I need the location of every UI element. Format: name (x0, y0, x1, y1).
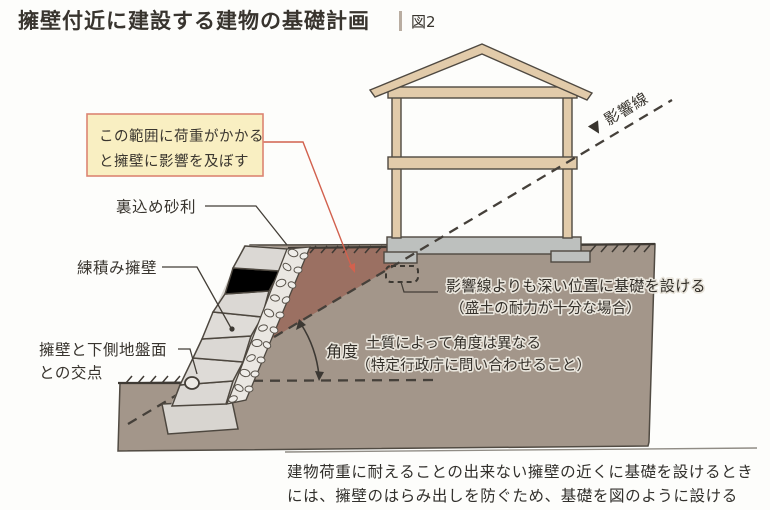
deep-foundation-leader (400, 281, 438, 293)
label-intersection-line2: との交点 (39, 364, 103, 382)
callout-leader-arrowhead (348, 263, 355, 273)
wall-label-leader (162, 266, 232, 329)
house-roof (368, 43, 594, 101)
lower-ground-hatches (125, 375, 181, 384)
callout-leader (263, 141, 353, 269)
label-backfill-gravel: 裏込め砂利 (116, 197, 196, 216)
callout-line1: この範囲に荷重がかかる (99, 127, 264, 145)
label-intersection-line1: 擁壁と下側地盤面 (39, 341, 167, 359)
note-soil-line1: 土質によって角度は異なる (366, 334, 541, 352)
caption-line2: には、擁壁のはらみ出しを防ぐため、基礎を図のように設ける (287, 487, 738, 505)
house (368, 43, 594, 264)
label-masonry-wall: 練積み擁壁 (77, 259, 157, 277)
gravel-label-leader (205, 205, 288, 246)
figure-label: 図2 (411, 13, 436, 31)
retaining-wall (161, 245, 312, 435)
intersection-label-leader (178, 348, 198, 375)
upper-ground-hatches (309, 244, 651, 254)
wall-label-leader-dot (229, 326, 235, 332)
label-angle: 角度 (326, 342, 358, 361)
gravel-pebbles (228, 248, 309, 403)
note-soil-line2: （特定行政庁に問い合わせること） (356, 357, 591, 374)
note-deep-foundation-line2: （盛土の耐力が十分な場合） (450, 300, 641, 317)
deep-foundation-outline (385, 265, 419, 283)
angle-arc (296, 319, 324, 381)
note-deep-foundation-line1: 影響線よりも深い位置に基礎を設ける (446, 277, 706, 295)
callout-box (86, 113, 264, 177)
foundation-footing-right (550, 250, 591, 263)
title-separator (399, 11, 402, 31)
house-beam-upper (387, 86, 578, 99)
intersection-point-marker (184, 376, 200, 390)
callout-line2: と擁壁に影響を及ぼす (99, 152, 249, 170)
caption-rule (284, 447, 758, 453)
page-title: 擁壁付近に建設する建物の基礎計画 (18, 9, 370, 33)
wall-stones (170, 245, 290, 407)
house-beam-middle (387, 156, 578, 170)
foundation-footing-left (383, 251, 418, 264)
caption-line1: 建物荷重に耐えることの出来ない擁壁の近くに基礎を設けるとき (287, 463, 753, 481)
